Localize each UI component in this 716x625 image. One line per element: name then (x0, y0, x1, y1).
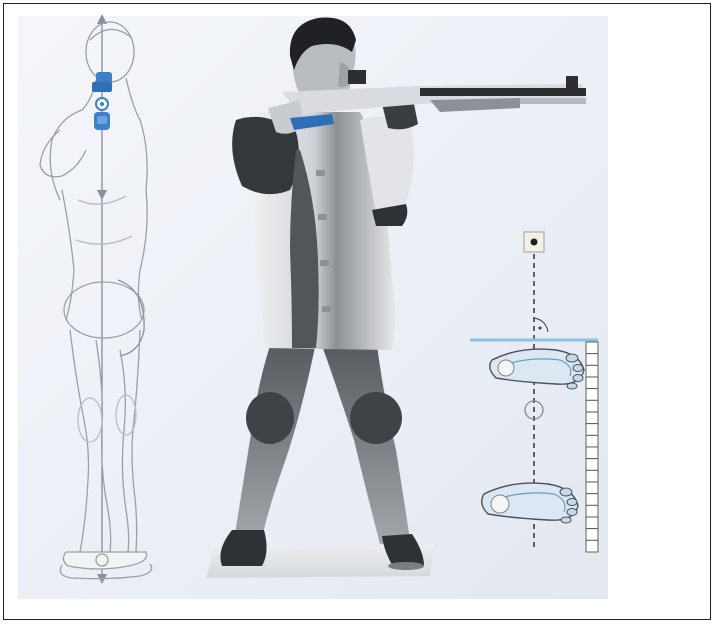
scale-cell (586, 354, 598, 366)
scale-cell (586, 412, 598, 424)
scale-cell (586, 389, 598, 401)
rear-footprint-icon (482, 483, 578, 523)
scale-cell (586, 365, 598, 377)
shooter-left-shoe (220, 530, 266, 566)
posture-sketch (40, 14, 152, 584)
scale-cell (586, 517, 598, 529)
front-footprint-icon (490, 349, 584, 389)
scale-cell (586, 400, 598, 412)
scale-cell (586, 342, 598, 354)
scale-cell (586, 505, 598, 517)
scale-cell (586, 377, 598, 389)
scale-cell (586, 435, 598, 447)
arrow-down-icon (97, 190, 107, 200)
scale-cell (586, 494, 598, 506)
head-level-sensor-icon (92, 72, 112, 130)
scale-cell (586, 470, 598, 482)
scale-cell (586, 529, 598, 541)
measurement-scale (586, 342, 598, 552)
foot-placement-diagram (470, 232, 598, 552)
scale-cell (586, 540, 598, 552)
scale-cell (586, 447, 598, 459)
scale-cell (586, 482, 598, 494)
scale-cell (586, 424, 598, 436)
scale-cell (586, 459, 598, 471)
